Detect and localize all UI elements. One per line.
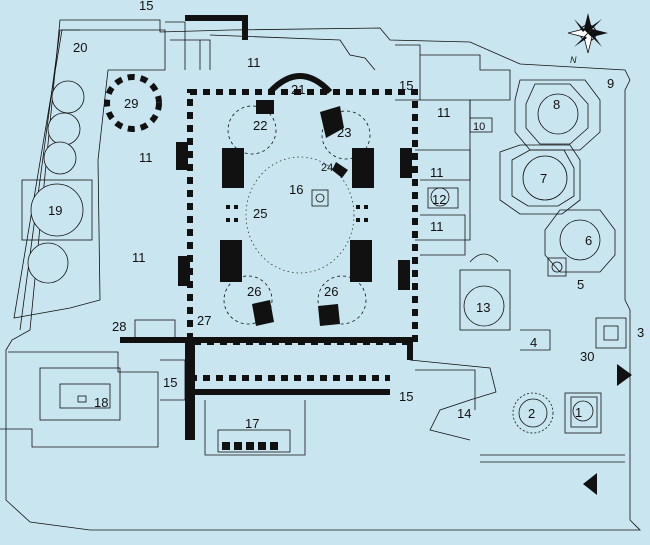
label-11-e: 11 [430,219,444,234]
label-27: 27 [197,313,211,328]
narthex-wall [120,337,413,360]
top-wall [185,15,248,40]
building-30 [595,317,627,349]
plan-labels: 1 2 3 4 5 6 7 8 9 10 11 11 11 11 11 11 1… [48,0,644,431]
label-30: 30 [580,349,594,364]
label-8: 8 [553,97,560,112]
label-19: 19 [48,203,62,218]
label-11-b: 11 [437,105,451,120]
label-5: 5 [577,277,584,292]
tomb-circles-left [21,80,93,284]
label-17: 17 [245,416,259,431]
label-14: 14 [457,406,471,421]
label-25: 25 [253,206,267,221]
label-10: 10 [473,121,485,133]
label-6: 6 [585,233,592,248]
label-11-d: 11 [430,165,444,180]
label-15-b: 15 [399,78,413,93]
label-9: 9 [607,76,614,91]
label-12: 12 [432,192,446,207]
building-1 [564,392,602,434]
site-boundary [5,19,641,531]
fountain-2 [512,392,554,434]
tomb-6 [544,209,616,277]
label-11-c: 11 [139,150,153,165]
entrance-arrow-left [583,473,597,495]
label-28: 28 [112,319,126,334]
label-24: 24 [321,162,333,174]
compass-icon: N [567,13,608,65]
main-hall-outline [187,89,418,345]
tomb-8 [514,79,601,151]
label-15-c: 15 [163,375,177,390]
label-13: 13 [476,300,490,315]
entrance-arrow-right [617,364,632,386]
label-15-a: 15 [139,0,153,13]
label-29: 29 [124,96,138,111]
label-11-f: 11 [132,250,146,265]
compass-north-label: N [570,55,577,65]
label-21: 21 [291,82,305,97]
label-7: 7 [540,171,547,186]
label-20: 20 [73,40,87,55]
main-piers [176,142,412,326]
label-1: 1 [575,405,582,420]
label-26-b: 26 [324,284,338,299]
label-18: 18 [94,395,108,410]
baptistery-29 [104,74,162,132]
central-dome [245,156,355,274]
label-23: 23 [337,125,351,140]
label-26-a: 26 [247,284,261,299]
apse-21 [267,73,333,95]
label-22: 22 [253,118,267,133]
tomb-13 [459,253,511,331]
label-16: 16 [289,182,303,197]
tomb-7 [499,144,581,215]
column-dots [226,205,368,222]
label-3: 3 [637,325,644,340]
label-11-a: 11 [247,55,261,70]
building-18 [39,367,121,421]
label-2: 2 [528,406,535,421]
fountain-17 [217,429,291,453]
label-4: 4 [530,335,537,350]
label-15-d: 15 [399,389,413,404]
omphalion-16 [311,189,329,207]
left-long-building [13,29,166,319]
